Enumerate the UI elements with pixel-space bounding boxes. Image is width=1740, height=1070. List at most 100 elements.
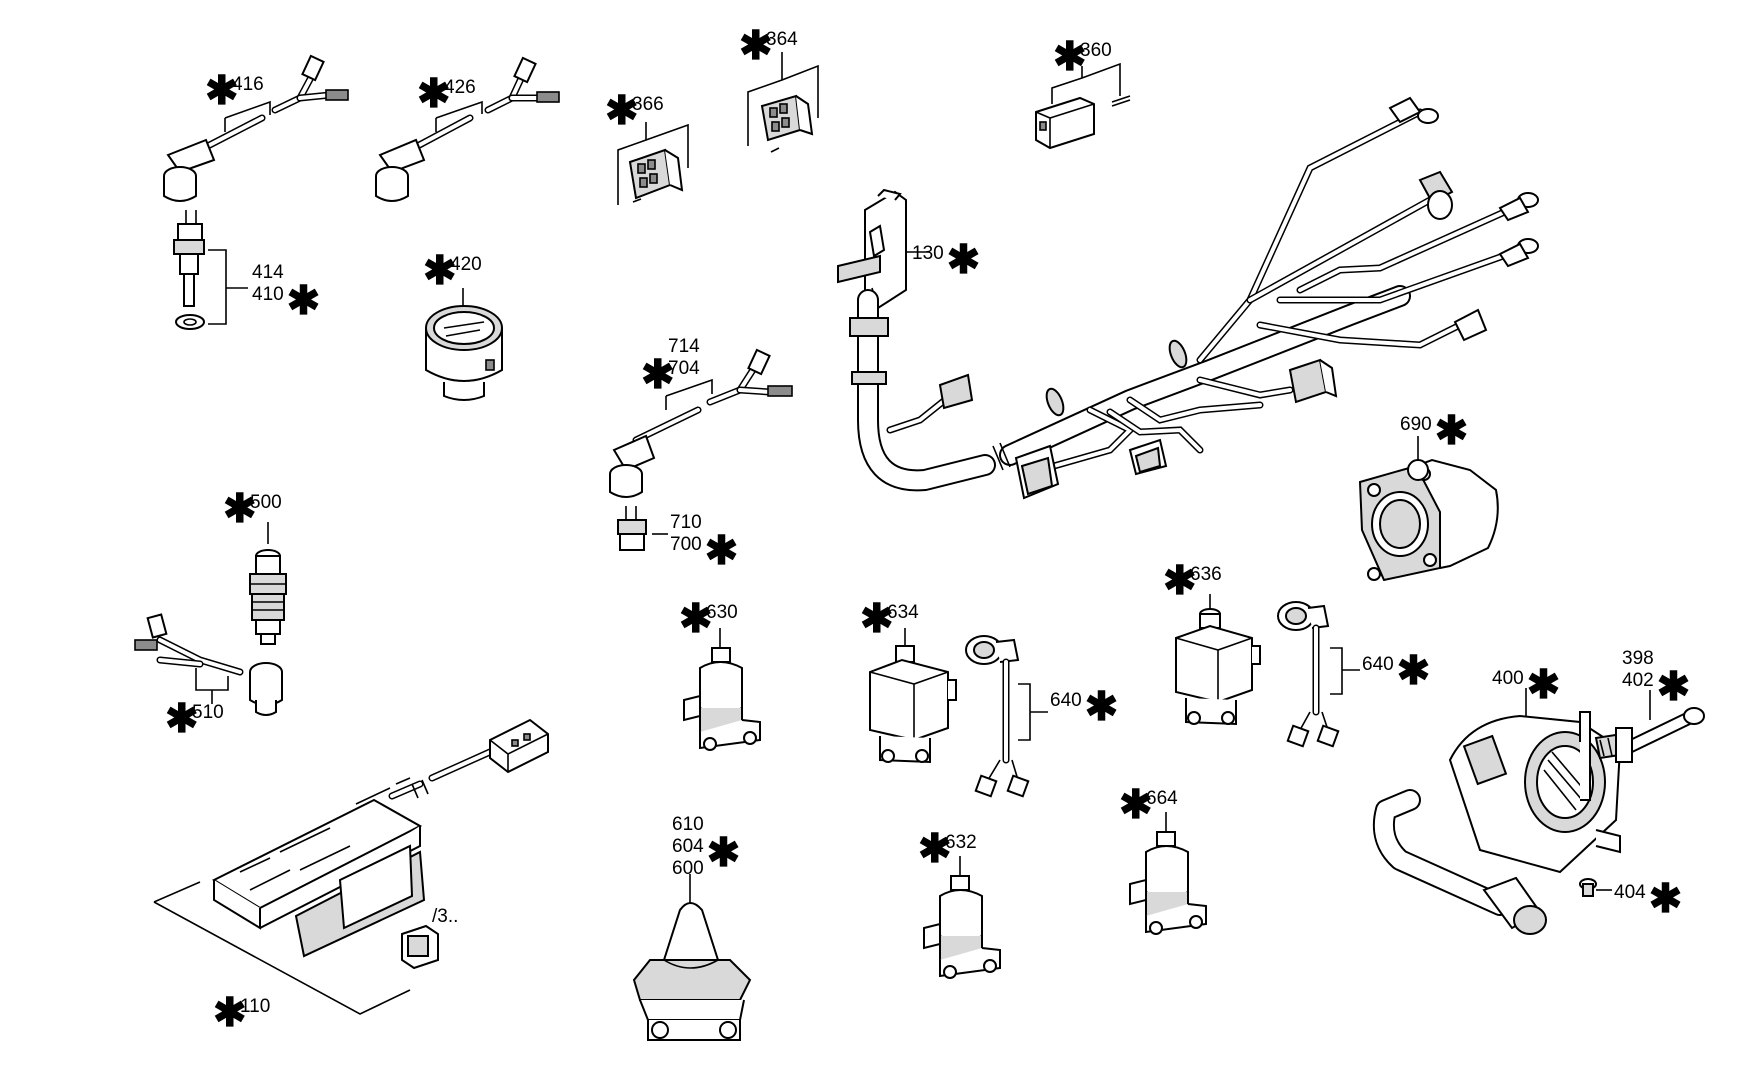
part-404-screw: [1579, 878, 1612, 897]
part-number-label: 640: [1050, 690, 1082, 711]
part-664-solenoid-valve: [1129, 812, 1207, 935]
callout-640b: 640✱: [1362, 649, 1430, 693]
part-632-solenoid-valve: [923, 856, 1001, 979]
part-number-label: 636: [1190, 564, 1222, 585]
part-710-700-switch: [617, 506, 668, 551]
part-number-label: 640: [1362, 654, 1394, 675]
asterisk-marker: ✱: [1657, 665, 1691, 709]
part-426-sensor-cable: [375, 56, 560, 202]
callout-400: 400✱: [1492, 663, 1560, 707]
part-number-label: 402: [1622, 670, 1654, 691]
part-number-label: 400: [1492, 668, 1524, 689]
part-364-connector: [747, 52, 819, 153]
part-number-label: 630: [706, 602, 738, 623]
asterisk-marker: ✱: [705, 529, 739, 573]
part-number-label: 404: [1614, 882, 1646, 903]
part-636-solenoid-valve: [1175, 594, 1261, 726]
part-number-label: 110: [240, 996, 270, 1017]
callout-110: 110✱: [213, 991, 270, 1035]
part-number-label: 366: [632, 94, 664, 115]
part-610-604-600-regulator: [632, 874, 752, 1041]
part-number-label: 610: [672, 814, 704, 835]
asterisk-marker: ✱: [1163, 559, 1197, 603]
callout-labels: 416✱426✱366✱364✱360✱130✱414410✱420✱71470…: [165, 24, 1690, 1035]
callout-426: 426✱: [417, 72, 476, 116]
part-640-connector-cable-left: [965, 635, 1048, 798]
part-number-label: 426: [444, 77, 476, 98]
callout-636: 636✱: [1163, 559, 1222, 603]
part-number-label: 414: [252, 262, 284, 283]
part-number-label: 632: [945, 832, 977, 853]
callout-364: 364✱: [739, 24, 798, 68]
callout-640a: 640✱: [1050, 685, 1118, 729]
asterisk-marker: ✱: [641, 353, 675, 397]
asterisk-marker: ✱: [1119, 783, 1153, 827]
part-number-label: 416: [232, 74, 264, 95]
part-number-label: 600: [672, 858, 704, 879]
part-110-control-unit: [153, 718, 549, 1015]
part-number-label: 710: [670, 512, 702, 533]
asterisk-marker: ✱: [947, 238, 981, 282]
part-630-solenoid-valve: [683, 628, 761, 751]
part-number-label: 690: [1400, 414, 1432, 435]
part-398-402-bolt: [1594, 690, 1705, 763]
callout-510: 510✱: [165, 697, 224, 741]
asterisk-marker: ✱: [1397, 649, 1431, 693]
asterisk-marker: ✱: [1649, 877, 1683, 921]
callout-664: 664✱: [1119, 783, 1178, 827]
part-690-flange-pump: [1358, 436, 1499, 582]
part-number-label: 664: [1146, 788, 1178, 809]
callout-632: 632✱: [918, 827, 977, 871]
asterisk-marker: ✱: [739, 24, 773, 68]
part-634-solenoid-valve: [869, 628, 957, 764]
asterisk-marker: ✱: [918, 827, 952, 871]
part-414-410-sensor: [173, 210, 248, 330]
callout-690: 690✱: [1400, 409, 1468, 453]
part-640-connector-cable-right: [1277, 601, 1360, 748]
callout-420: 420✱: [423, 249, 482, 293]
part-number-label: 714: [668, 336, 700, 357]
asterisk-marker: ✱: [223, 487, 257, 531]
asterisk-marker: ✱: [205, 69, 239, 113]
part-510-sensor-cable: [134, 613, 283, 716]
asterisk-marker: ✱: [423, 249, 457, 293]
part-714-704-sensor-cable: [609, 348, 793, 498]
part-number-label: /3..: [432, 906, 458, 927]
asterisk-marker: ✱: [1085, 685, 1119, 729]
callout-3: /3..: [432, 906, 458, 927]
part-number-label: 420: [450, 254, 482, 275]
asterisk-marker: ✱: [605, 89, 639, 133]
part-366-connector: [617, 122, 689, 205]
callout-130: 130✱: [912, 238, 980, 282]
part-500-sensor: [249, 522, 287, 645]
asterisk-marker: ✱: [1435, 409, 1469, 453]
callout-360: 360✱: [1053, 35, 1112, 79]
part-420-gauge: [425, 288, 503, 401]
asterisk-marker: ✱: [707, 831, 741, 875]
part-number-label: 510: [192, 702, 224, 723]
part-number-label: 704: [668, 358, 700, 379]
part-number-label: 700: [670, 534, 702, 555]
part-number-label: 364: [766, 29, 798, 50]
callout-630: 630✱: [679, 597, 738, 641]
part-number-label: 410: [252, 284, 284, 305]
asterisk-marker: ✱: [287, 279, 321, 323]
callout-416: 416✱: [205, 69, 264, 113]
callout-366: 366✱: [605, 89, 664, 133]
callout-404: 404✱: [1614, 877, 1682, 921]
part-360-connector: [1035, 62, 1131, 150]
asterisk-marker: ✱: [165, 697, 199, 741]
asterisk-marker: ✱: [213, 991, 247, 1035]
asterisk-marker: ✱: [679, 597, 713, 641]
asterisk-marker: ✱: [1527, 663, 1561, 707]
callout-500: 500✱: [223, 487, 282, 531]
part-416-sensor-cable: [163, 54, 349, 202]
part-number-label: 604: [672, 836, 704, 857]
part-number-label: 130: [912, 243, 944, 264]
part-number-label: 360: [1080, 40, 1112, 61]
